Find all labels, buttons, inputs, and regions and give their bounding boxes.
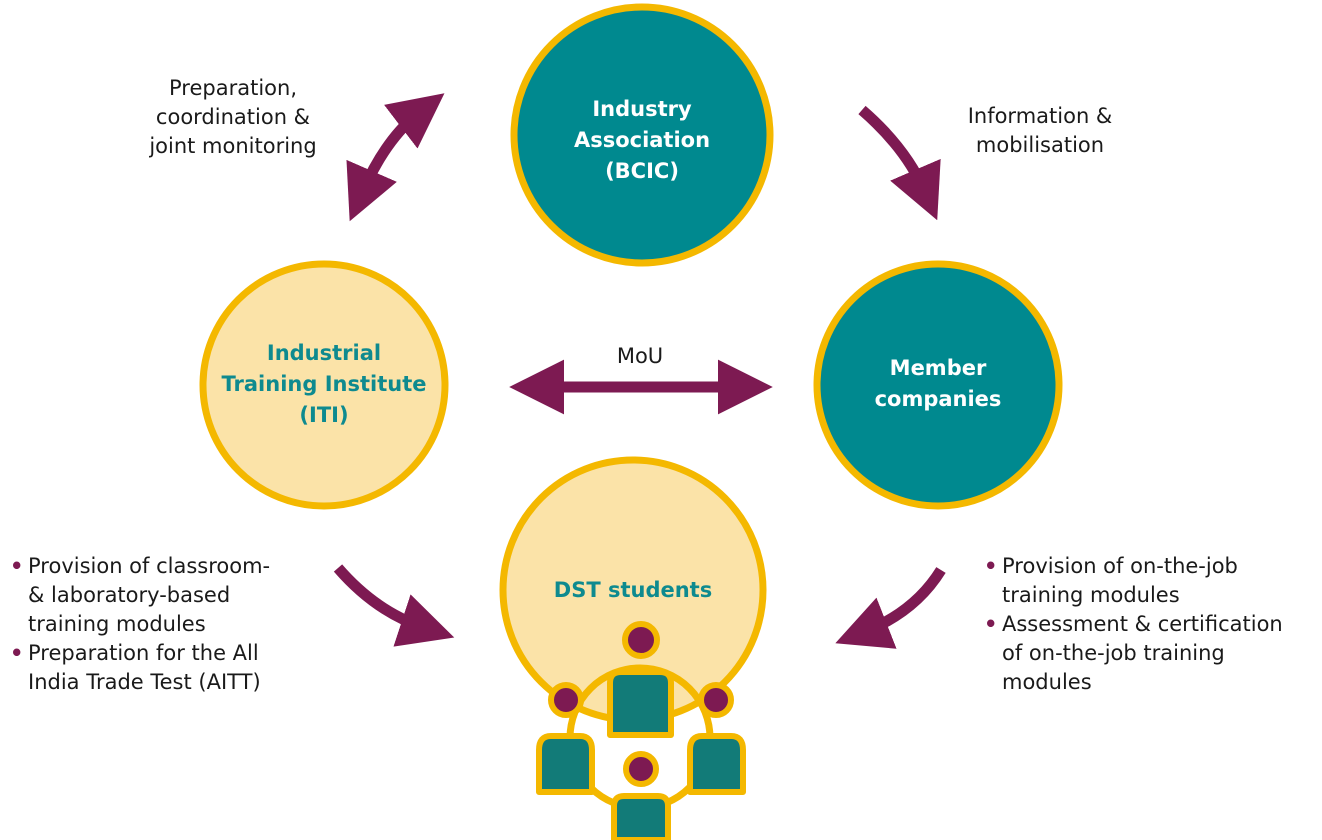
person-icon bbox=[607, 621, 674, 738]
dst-students-label: DST students bbox=[533, 574, 733, 606]
list-item-line: Assessment & certification bbox=[1002, 612, 1283, 636]
edge-label-industry-members: Information & mobilisation bbox=[930, 102, 1150, 160]
person-icon bbox=[687, 682, 746, 795]
list-item-line: Preparation for the All bbox=[28, 641, 259, 665]
list-item: Assessment & certification of on-the-job… bbox=[984, 610, 1314, 697]
company-roles-list: Provision of on-the-job training modules… bbox=[984, 552, 1314, 697]
node-line: DST students bbox=[553, 577, 713, 602]
node-line: companies bbox=[874, 387, 1002, 411]
industry-association-node bbox=[510, 3, 774, 267]
arrow-iti-industry bbox=[346, 93, 445, 222]
list-item-line: modules bbox=[1002, 670, 1092, 694]
person-icon bbox=[536, 682, 595, 795]
list-item-line: training modules bbox=[28, 612, 206, 636]
list-item: Provision of classroom- & laboratory-bas… bbox=[10, 552, 310, 639]
node-line: (ITI) bbox=[299, 402, 349, 427]
node-line: Member bbox=[889, 356, 987, 380]
list-item-line: of on-the-job training bbox=[1002, 641, 1225, 665]
edge-label-iti-industry: Preparation, coordination & joint monito… bbox=[118, 74, 348, 161]
member-companies-label: Member companies bbox=[838, 352, 1038, 416]
list-item-line: India Trade Test (AITT) bbox=[28, 670, 261, 694]
node-line: Association bbox=[573, 127, 711, 152]
iti-roles-list: Provision of classroom- & laboratory-bas… bbox=[10, 552, 310, 697]
member-companies-node bbox=[813, 260, 1063, 510]
iti-node bbox=[199, 260, 449, 510]
iti-label: Industrial Training Institute (ITI) bbox=[214, 336, 434, 432]
node-line: Training Institute bbox=[221, 371, 427, 396]
edge-label-line: Preparation, bbox=[169, 76, 297, 100]
student-group-icon bbox=[536, 621, 746, 840]
industry-association-label: Industry Association (BCIC) bbox=[542, 94, 742, 186]
list-item-line: Provision of classroom- bbox=[28, 554, 271, 578]
edge-label-line: joint monitoring bbox=[149, 134, 317, 158]
arrow-industry-members bbox=[858, 105, 941, 221]
list-item: Provision of on-the-job training modules bbox=[984, 552, 1314, 610]
edge-label-line: Information & bbox=[967, 104, 1113, 128]
node-line: Industry bbox=[592, 96, 692, 121]
node-line: Industrial bbox=[266, 340, 382, 365]
node-line: (BCIC) bbox=[605, 158, 679, 183]
arrow-members-students bbox=[835, 567, 946, 649]
list-item-line: Provision of on-the-job bbox=[1002, 554, 1238, 578]
list-item-line: & laboratory-based bbox=[28, 583, 231, 607]
list-item: Preparation for the All India Trade Test… bbox=[10, 639, 310, 697]
list-item-line: training modules bbox=[1002, 583, 1180, 607]
edge-label-mou: MoU bbox=[590, 342, 690, 371]
person-icon bbox=[611, 751, 671, 840]
mou-text: MoU bbox=[616, 344, 664, 368]
edge-label-line: mobilisation bbox=[975, 133, 1105, 157]
arrow-iti-students bbox=[333, 564, 455, 647]
edge-label-line: coordination & bbox=[155, 105, 311, 129]
